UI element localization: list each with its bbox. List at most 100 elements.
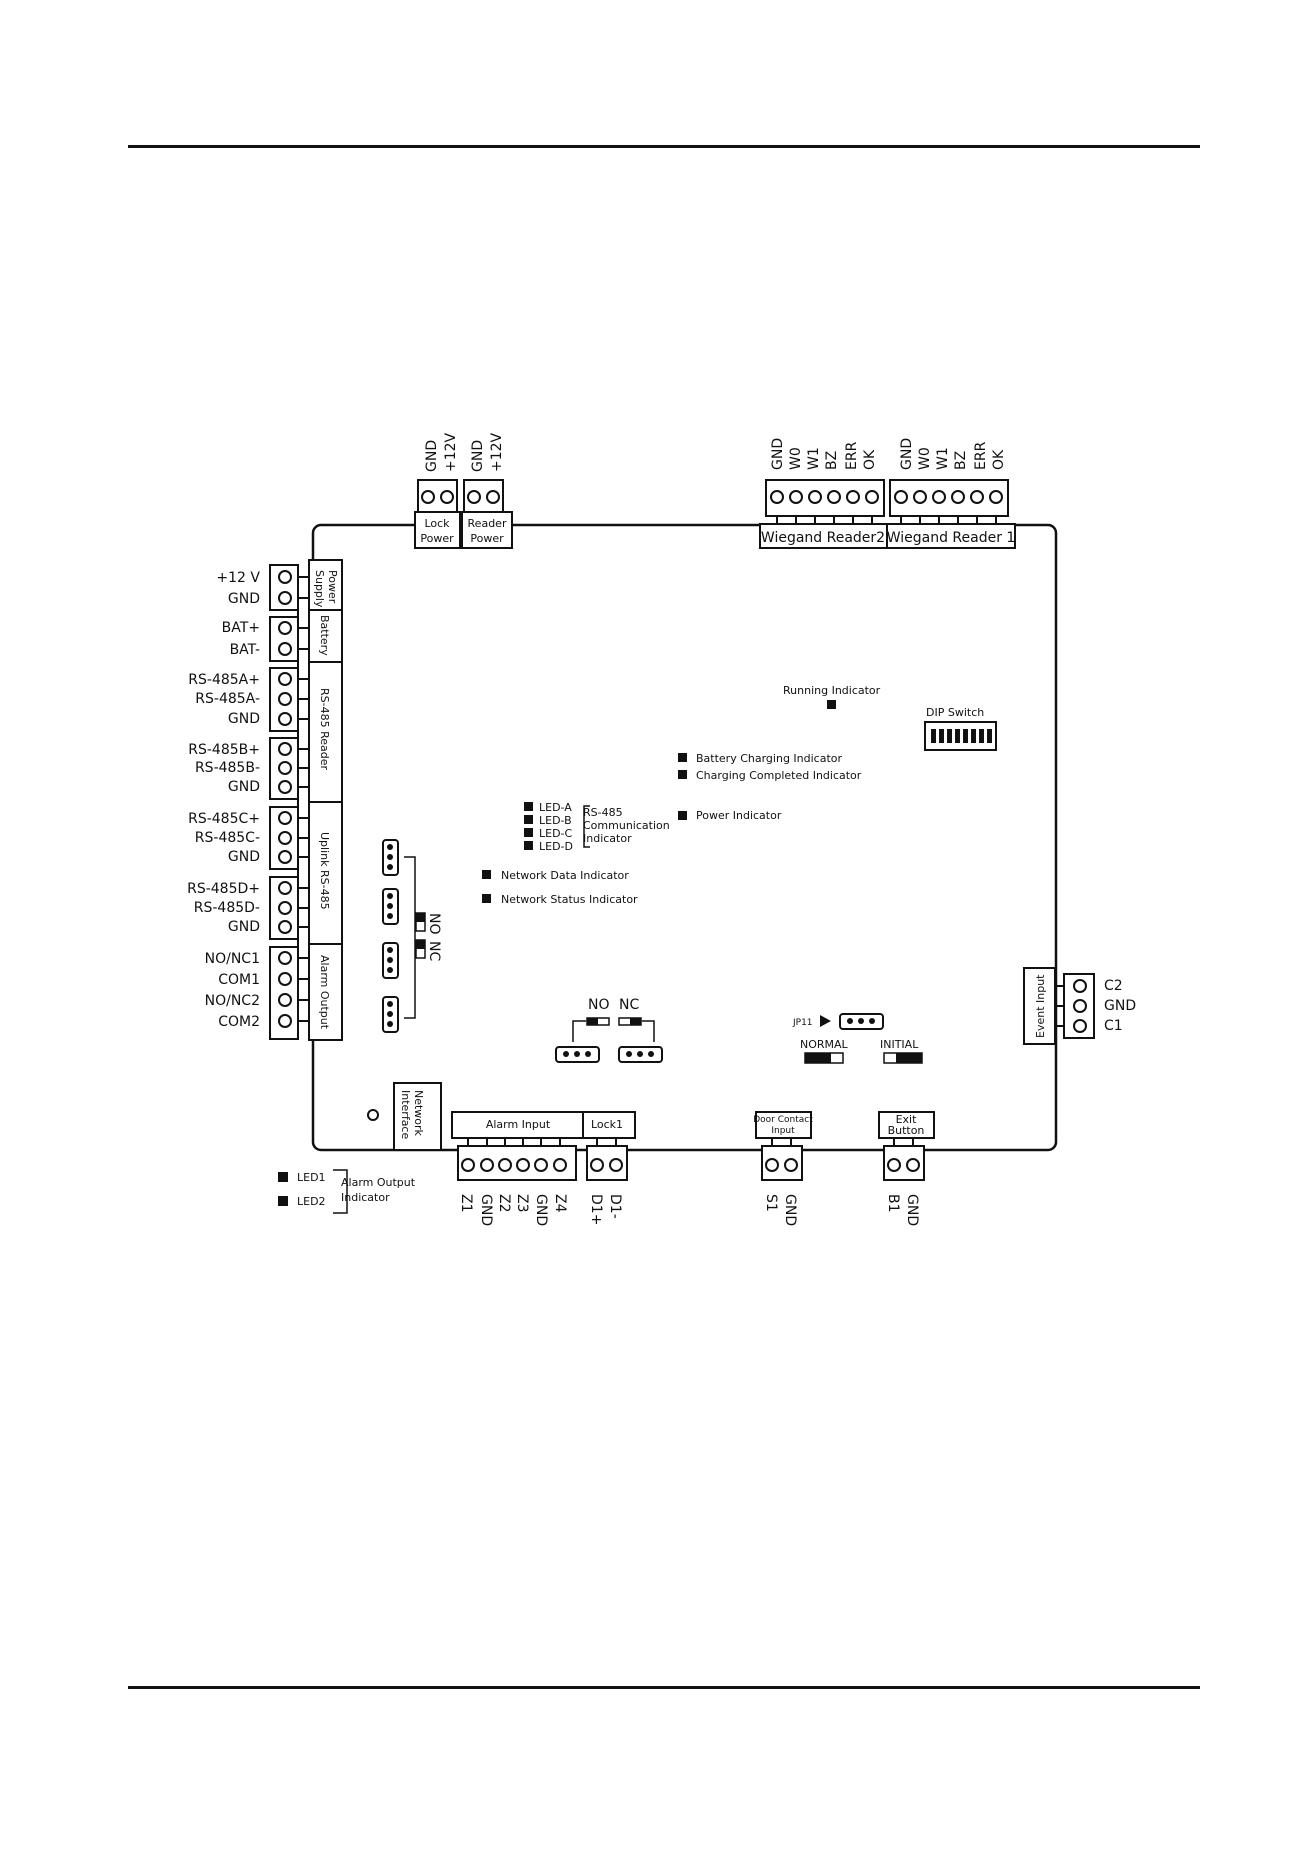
pin-label: GND (533, 1194, 549, 1226)
normal-label: NORMAL (800, 1038, 849, 1051)
side-nc-label: NC (426, 941, 442, 961)
mounting-hole (367, 1109, 379, 1121)
network-interface-box (393, 1082, 442, 1151)
network-interface-label: Interface (399, 1090, 412, 1139)
network-interface-label: Network (412, 1090, 425, 1137)
wiegand-reader2-connector: GND W0 W1 BZ ERR OK Wiegand Reader2 (759, 438, 888, 549)
screw-terminal (461, 1158, 475, 1172)
alarm-input-connector: Alarm Input Z1 GND Z2 Z3 GND Z4 (451, 1111, 584, 1226)
uplink-rs485-label: Uplink RS-485 (318, 832, 331, 910)
svg-text:RS-485A-: RS-485A- (195, 691, 260, 707)
mid-nc-switch-knob (630, 1018, 641, 1025)
left-screw-terminals (278, 570, 292, 1028)
pin-label: GND (904, 1194, 920, 1226)
door-contact-connector: Door Contact Input S1 GND (753, 1111, 813, 1226)
screw-terminal (989, 490, 1003, 504)
screw-terminal (609, 1158, 623, 1172)
dip-switch (924, 721, 997, 751)
network-status-label: Network Status Indicator (501, 893, 638, 906)
pin-label: GND (782, 1194, 798, 1226)
power-supply-label: Supply (313, 570, 326, 608)
pin-label: Z1 (458, 1194, 474, 1213)
screw-terminal (808, 490, 822, 504)
connector-label: Wiegand Reader2 (761, 530, 885, 546)
led-a-label: LED-A (539, 801, 572, 814)
header-rule (128, 145, 1200, 148)
svg-text:RS-485B-: RS-485B- (195, 760, 260, 776)
led1-indicator (278, 1172, 288, 1182)
screw-terminal (970, 490, 984, 504)
event-input-teeth (1054, 976, 1064, 1036)
pin-label: +12V (443, 432, 459, 472)
connector-label: Door Contact (753, 1115, 813, 1125)
dip-switch-label: DIP Switch (926, 706, 984, 719)
rs485-leds (524, 802, 533, 850)
exit-button-connector: Exit Button B1 GND (878, 1111, 935, 1226)
footer-rule (128, 1686, 1200, 1689)
connector-label-box (886, 523, 1016, 549)
board-outline (311, 523, 1058, 1152)
svg-text:BAT+: BAT+ (222, 620, 260, 636)
wiegand-reader1-connector: GND W0 W1 BZ ERR OK Wiegand Reader 1 (886, 438, 1016, 549)
initial-label: INITIAL (880, 1038, 919, 1051)
pin-label: GND (770, 438, 786, 470)
pin-label: BZ (824, 451, 840, 470)
screw-terminal (534, 1158, 548, 1172)
svg-text:RS-485D+: RS-485D+ (187, 881, 260, 897)
led1-label: LED1 (297, 1171, 326, 1184)
screw-terminal (590, 1158, 604, 1172)
svg-text:RS-485D-: RS-485D- (194, 900, 260, 916)
lock1-connector: Lock1 D1+ D1- (582, 1111, 636, 1225)
pin-label: ERR (844, 441, 860, 470)
svg-text:COM1: COM1 (218, 972, 260, 988)
screw-terminal (486, 490, 500, 504)
connector-label: Lock (424, 517, 450, 530)
terminal-teeth (766, 515, 884, 524)
screw-terminal (765, 1158, 779, 1172)
screw-terminal (1073, 1019, 1087, 1033)
led2-label: LED2 (297, 1195, 326, 1208)
left-terminal-blocks (269, 564, 299, 1040)
connector-label: Reader (468, 517, 507, 530)
left-terminal-teeth (297, 565, 309, 1039)
svg-text:NO/NC1: NO/NC1 (205, 951, 260, 967)
pin-label: B1 (885, 1194, 901, 1213)
terminal-teeth (884, 1137, 924, 1146)
left-label-column (308, 559, 343, 1041)
mid-no-label: NO (588, 997, 610, 1013)
event-input-label: Event Input (1034, 974, 1047, 1038)
svg-text:NO/NC2: NO/NC2 (205, 993, 260, 1009)
connector-label: Wiegand Reader 1 (887, 530, 1016, 546)
normal-switch-knob (805, 1053, 831, 1063)
screw-terminal (421, 490, 435, 504)
pin-label: W1 (935, 447, 951, 470)
svg-text:+12 V: +12 V (216, 570, 260, 586)
screw-terminal (894, 490, 908, 504)
terminal-block (765, 479, 885, 517)
svg-text:RS-485C+: RS-485C+ (188, 811, 260, 827)
pin-label: OK (862, 449, 878, 470)
svg-text:RS-485A+: RS-485A+ (188, 672, 260, 688)
initial-switch-knob (896, 1053, 922, 1063)
led-b-label: LED-B (539, 814, 572, 827)
screw-terminal (913, 490, 927, 504)
svg-text:GND: GND (228, 849, 260, 865)
mid-nc-label: NC (619, 997, 639, 1013)
charging-completed-label: Charging Completed Indicator (696, 769, 862, 782)
screw-terminal (770, 490, 784, 504)
jp11-pins (847, 1018, 875, 1024)
led-c-label: LED-C (539, 827, 573, 840)
svg-text:GND: GND (228, 591, 260, 607)
screw-terminal (906, 1158, 920, 1172)
pin-label: Z4 (552, 1194, 568, 1213)
pin-label: OK (991, 449, 1007, 470)
pin-label: +12V (489, 432, 505, 472)
connector-label-box (461, 511, 513, 549)
terminal-teeth (890, 515, 1008, 524)
pin-label: W0 (788, 447, 804, 470)
screw-terminal (498, 1158, 512, 1172)
network-data-label: Network Data Indicator (501, 869, 629, 882)
pin-label: D1+ (588, 1194, 604, 1225)
rs485-comm-label: Indicator (583, 832, 632, 845)
jp11-arrow (820, 1015, 831, 1027)
